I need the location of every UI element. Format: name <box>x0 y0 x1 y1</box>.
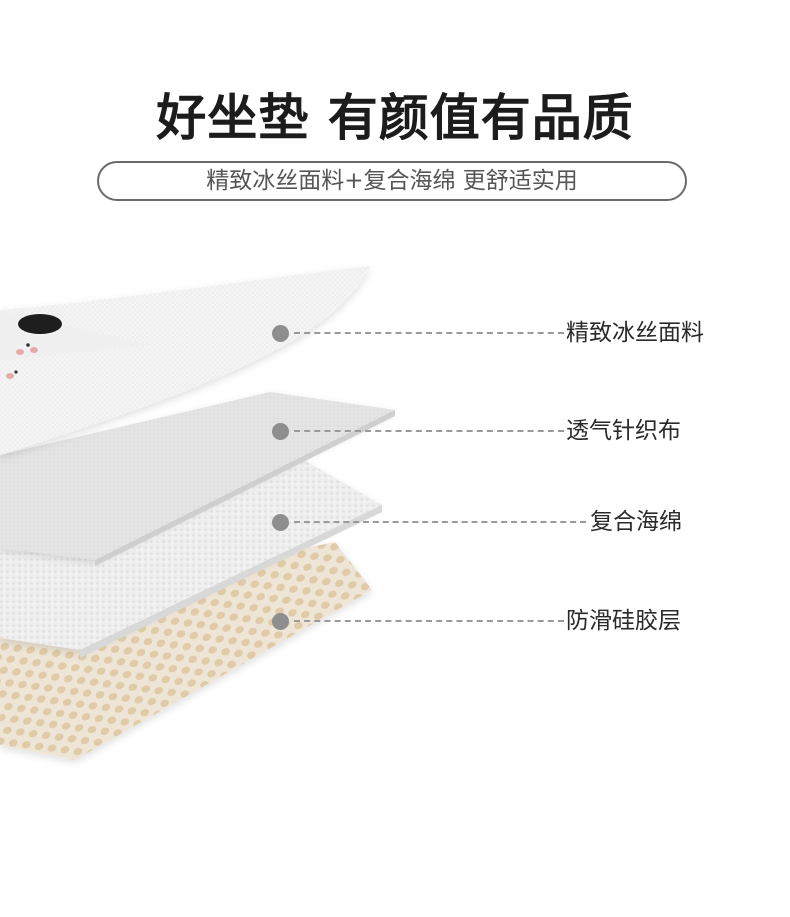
callout-dot <box>272 514 289 531</box>
callout-line <box>294 430 564 432</box>
callout-silicone: 防滑硅胶层 <box>270 606 750 636</box>
callout-dot <box>272 325 289 342</box>
callout-knit: 透气针织布 <box>270 416 750 446</box>
callout-dot <box>272 423 289 440</box>
knit-layer <box>0 392 395 560</box>
callout-dot <box>272 613 289 630</box>
callout-line <box>294 521 586 523</box>
fabric-print-ear <box>18 314 62 334</box>
subtitle-pill: 精致冰丝面料+复合海绵 更舒适实用 <box>97 161 687 201</box>
fabric-layer <box>0 266 370 455</box>
layer-label-silicone: 防滑硅胶层 <box>566 608 681 634</box>
layer-label-knit: 透气针织布 <box>566 418 681 444</box>
layer-label-sponge: 复合海绵 <box>590 509 682 535</box>
layer-label-ice-silk: 精致冰丝面料 <box>566 320 704 346</box>
callout-line <box>294 620 564 622</box>
callout-line <box>294 332 564 334</box>
page-title: 好坐垫 有颜值有品质 <box>156 89 634 147</box>
fabric-print-cheek <box>16 349 24 355</box>
callout-sponge: 复合海绵 <box>270 507 750 537</box>
callout-ice-silk: 精致冰丝面料 <box>270 318 750 348</box>
